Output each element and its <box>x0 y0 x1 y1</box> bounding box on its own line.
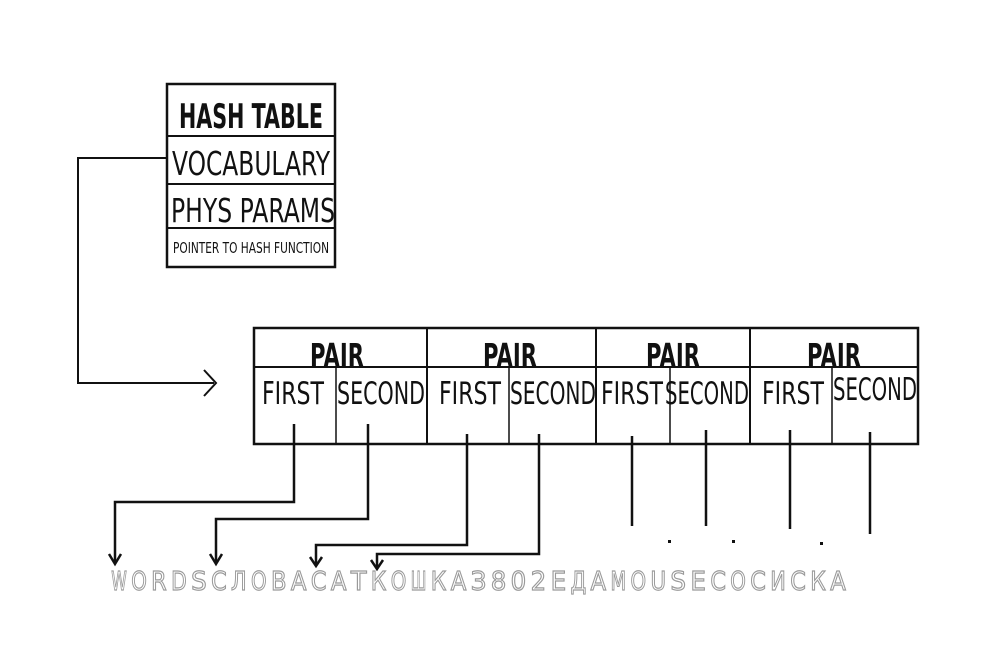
stray-dot <box>732 540 735 543</box>
hash-table-title: HASH TABLE <box>179 97 323 137</box>
pointer-arrowhead <box>308 556 324 569</box>
pair-4-header: PAIR <box>807 336 861 375</box>
buffer-char: W <box>111 567 127 597</box>
pointer-pair-2-first <box>314 434 469 564</box>
stray-dot <box>820 542 823 545</box>
buffer-char: С <box>211 567 227 597</box>
buffer-char: А <box>331 567 347 597</box>
hash-table-field-phys-params: PHYS PARAMS <box>171 191 335 230</box>
buffer-char: Т <box>350 567 367 597</box>
pointer-arrowhead <box>208 553 224 567</box>
hash-table-field-pointer: POINTER TO HASH FUNCTION <box>173 239 329 257</box>
buffer-char: R <box>151 567 167 597</box>
pair-3-second: SECOND <box>665 376 749 412</box>
buffer-char: М <box>611 567 627 597</box>
buffer-char: З <box>471 567 487 597</box>
stray-dots <box>668 540 823 545</box>
buffer-char: S <box>670 567 686 597</box>
stray-dot <box>668 540 671 543</box>
buffer-char: 2 <box>531 567 547 597</box>
buffer-char: С <box>790 567 806 597</box>
pair-2-second: SECOND <box>510 376 596 412</box>
buffer-char: O <box>131 567 147 597</box>
buffer-char: К <box>431 567 447 597</box>
hash-table-struct: HASH TABLE VOCABULARY PHYS PARAMS POINTE… <box>165 82 337 269</box>
buffer-char: Л <box>231 567 247 597</box>
pair-1-first: FIRST <box>262 376 325 412</box>
buffer-char: А <box>451 567 467 597</box>
buffer-char: О <box>730 567 746 597</box>
pointer-arrowhead <box>107 553 123 567</box>
pointer-arrowhead <box>369 559 385 572</box>
buffer-char: А <box>291 567 307 597</box>
buffer-char: О <box>391 567 407 597</box>
pointer-pair-1-first <box>113 424 296 562</box>
buffer-char: С <box>710 567 726 597</box>
buffer-char: U <box>651 567 667 597</box>
buffer-char: К <box>371 567 387 597</box>
buffer-char: Е <box>551 567 567 597</box>
buffer-char: О <box>251 567 267 597</box>
vocabulary-arrow <box>77 157 218 397</box>
pointer-pair-1-second <box>214 424 370 562</box>
pair-4-second: SECOND <box>833 372 917 408</box>
buffer-char: 8 <box>491 567 507 597</box>
pair-array: PAIR FIRST SECOND PAIR FIRST SECOND PAIR… <box>252 326 920 446</box>
hash-table-frame <box>165 82 337 269</box>
vocabulary-arrow-line <box>77 157 214 384</box>
buffer-char: S <box>191 567 207 597</box>
pointer-connectors <box>107 424 872 572</box>
buffer-char: Ш <box>411 567 427 597</box>
pair-2-header: PAIR <box>483 336 537 375</box>
pair-array-frame <box>252 326 920 446</box>
buffer-char: Д <box>571 567 587 597</box>
pointer-pair-2-second <box>375 434 541 568</box>
buffer-char: И <box>770 567 786 597</box>
buffer-char: А <box>591 567 607 597</box>
buffer-char: О <box>631 567 647 597</box>
pair-1-header: PAIR <box>310 336 364 375</box>
buffer-char: Е <box>690 567 706 597</box>
pair-3-header: PAIR <box>646 336 700 375</box>
hash-table-field-vocabulary: VOCABULARY <box>172 144 331 183</box>
vocabulary-arrowhead <box>203 369 218 397</box>
pair-4-first: FIRST <box>762 376 825 412</box>
pair-3-first: FIRST <box>601 376 664 412</box>
buffer-char: В <box>271 567 287 597</box>
buffer-char: 0 <box>511 567 527 597</box>
pair-2-first: FIRST <box>439 376 502 412</box>
pair-1-second: SECOND <box>337 376 425 412</box>
buffer-char: С <box>311 567 327 597</box>
buffer-char: D <box>171 567 187 597</box>
buffer-char: А <box>830 567 846 597</box>
buffer-char: С <box>750 567 766 597</box>
buffer-char: К <box>810 567 826 597</box>
